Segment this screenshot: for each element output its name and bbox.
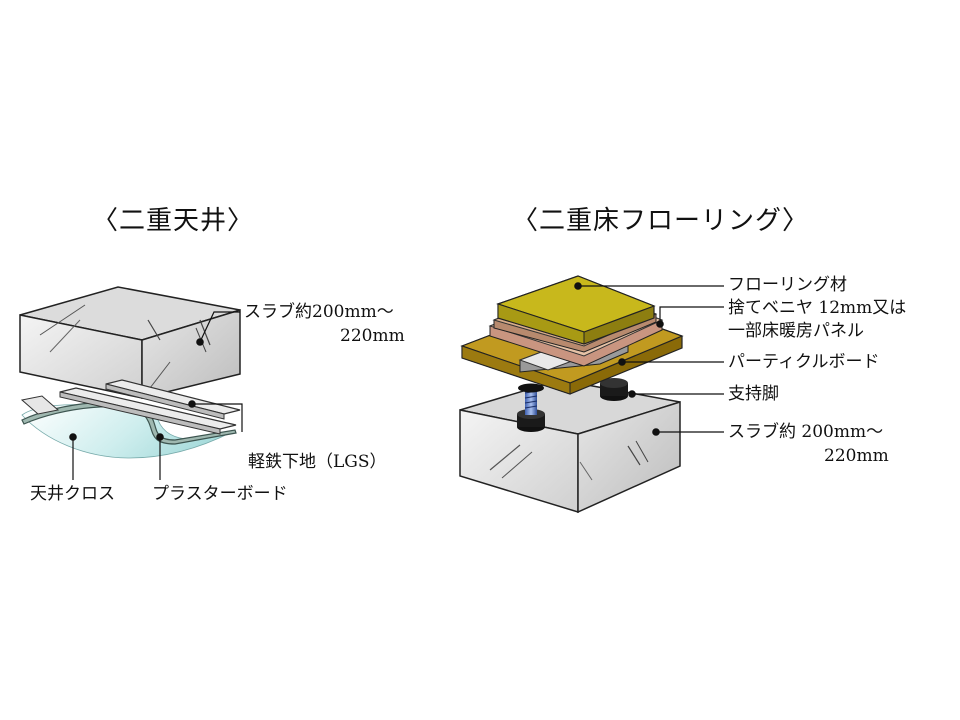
ceiling-slab [19,286,241,399]
floor-slab-label-2: 220mm [824,446,889,466]
flooring-label: フローリング材 [728,275,847,295]
ceiling-leaders [69,311,243,480]
veneer-label-2: 一部床暖房パネル [728,321,864,341]
flooring-top [496,275,656,345]
plaster-board-label: プラスターボード [152,484,288,504]
ceiling-slab-label-2: 220mm [340,326,405,346]
floor-slab [459,379,681,514]
particle-board-label: パーティクルボード [728,352,880,372]
floor-leaders [574,282,724,436]
floor-diagram [459,275,724,514]
ceiling-slab-label: スラブ約200mm～ [244,302,394,322]
lgs-frame [20,379,241,435]
support-leg-label: 支持脚 [728,384,779,404]
ceiling-title: 〈二重天井〉 [92,206,255,236]
ceiling-cloth-label: 天井クロス [30,484,115,504]
support-leg-front [517,383,545,432]
support-leg-back [600,378,628,401]
veneer-label: 捨てベニヤ 12mm又は [728,298,907,318]
floor-slab-label: スラブ約 200mm～ [728,422,884,442]
ceiling-diagram [19,286,243,480]
lgs-label: 軽鉄下地（LGS） [248,452,387,472]
floor-title: 〈二重床フローリング〉 [512,206,810,236]
